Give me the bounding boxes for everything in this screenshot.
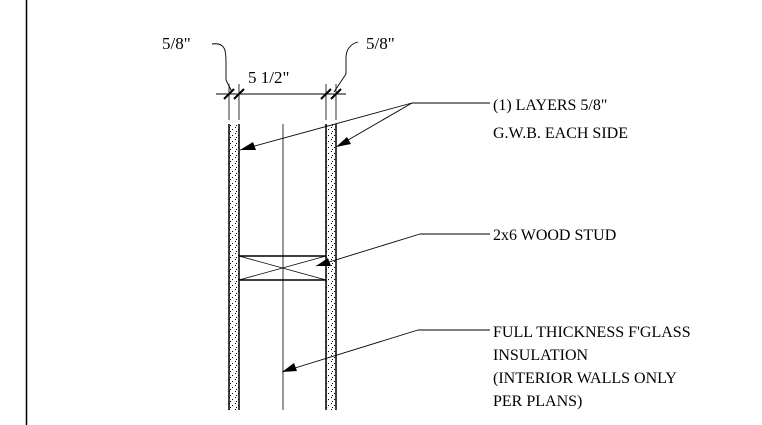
gwb-callout-line2: G.W.B. EACH SIDE	[493, 125, 628, 142]
insulation-callout-line3: (INTERIOR WALLS ONLY	[493, 370, 677, 387]
stud-leader	[315, 233, 490, 267]
wood-stud	[238, 255, 327, 281]
stud-callout: 2x6 WOOD STUD	[493, 227, 616, 244]
left-gwb-layer	[228, 124, 240, 410]
gwb-callout-line1: (1) LAYERS 5/8"	[493, 97, 607, 114]
insulation-leader	[281, 329, 490, 373]
dimension-line	[216, 84, 346, 120]
left-gwb-dimension: 5/8"	[162, 34, 191, 53]
right-gwb-dimension: 5/8"	[366, 34, 395, 53]
insulation-callout-line4: PER PLANS)	[493, 393, 582, 410]
right-dim-leader	[333, 41, 359, 93]
insulation-callout-line1: FULL THICKNESS F'GLASS	[493, 324, 691, 341]
stud-depth-dimension: 5 1/2"	[248, 68, 289, 87]
left-dim-leader	[211, 43, 233, 93]
insulation-callout-line2: INSULATION	[493, 347, 589, 364]
gwb-leader	[239, 102, 490, 151]
right-gwb-layer	[325, 124, 337, 410]
